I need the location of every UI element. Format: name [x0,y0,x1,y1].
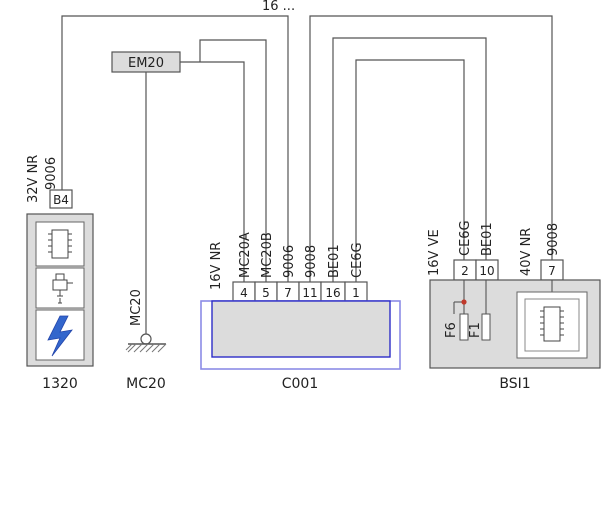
c001-wire-label-pin4: MC20A [238,232,253,278]
bsi1-wire-label-pin7: 9008 [546,223,561,256]
fuse-f1-label: F1 [468,322,483,338]
c001-wire-label-pin1: CE6G [350,242,365,278]
component-1320-label: 1320 [42,376,78,392]
chip-icon [540,306,564,342]
c001-pin-num: 7 [284,286,292,300]
bsi1-chip-panel [516,291,588,359]
ecu-connector-label: B4 [53,193,69,207]
c001-wire-label-pin7: 9006 [282,245,297,278]
lightning-bolt-icon [47,315,73,357]
bsi1-pin-num: 2 [461,264,469,278]
wire-mc20b[interactable] [199,39,267,282]
bsi1-junction-node [461,299,467,305]
ground-wire-label: MC20 [129,289,144,326]
wire-ce6g[interactable] [355,59,465,282]
component-c001-label: C001 [282,376,319,392]
c001-pin-num: 1 [352,286,360,300]
component-mc20-label: MC20 [126,376,166,392]
fuse-f1[interactable] [481,313,491,341]
c001-pin-num: 16 [325,286,340,300]
fuse-f6[interactable] [459,313,469,341]
injector-icon [52,273,73,304]
ecu-wire-label: 9006 [44,157,59,190]
c001-body[interactable] [211,300,391,358]
bsi1-spec-right: 40V NR [519,228,534,276]
c001-pin-row: 4 5 7 11 16 1 [232,281,368,302]
bsi1-pin-num: 7 [548,264,556,278]
bsi1-chip-frame [524,298,580,352]
c001-wire-label-pin11: 9008 [304,245,319,278]
c001-pin-num: 11 [302,286,317,300]
c001-spec: 16V NR [209,242,224,290]
splice-em20[interactable] [111,51,181,73]
splice-label: EM20 [128,56,164,71]
wire-9006[interactable] [61,15,289,282]
ecu-connector-spec: 32V NR [26,155,41,203]
wires [61,15,553,334]
wire-be01[interactable] [332,37,487,282]
c001-wire-label-pin16: BE01 [327,244,342,278]
fuse-f6-label: F6 [444,322,459,338]
bsi1-pin-num: 10 [479,264,494,278]
bsi1-wire-label-pin10: BE01 [480,222,495,256]
wire-mc20a[interactable] [180,61,245,282]
c001-pin-num: 5 [262,286,270,300]
bsi1-spec-left: 16V VE [427,229,442,276]
bsi1-wire-label-pin2: CE6G [458,220,473,256]
c001-wire-label-pin5: MC20B [260,232,275,278]
ecu-connector-b4[interactable] [49,189,73,209]
ground-hatch-icon [125,343,167,353]
wire-9008[interactable] [309,15,553,282]
component-bsi1-label: BSI1 [499,376,530,392]
ecu-panel-chip [35,221,85,267]
bsi1-fuse-wiring [453,280,487,314]
c001-pin-num: 4 [240,286,248,300]
ground-node[interactable] [140,333,152,345]
top-label: 16 ... [262,0,295,14]
chip-icon [48,229,72,259]
